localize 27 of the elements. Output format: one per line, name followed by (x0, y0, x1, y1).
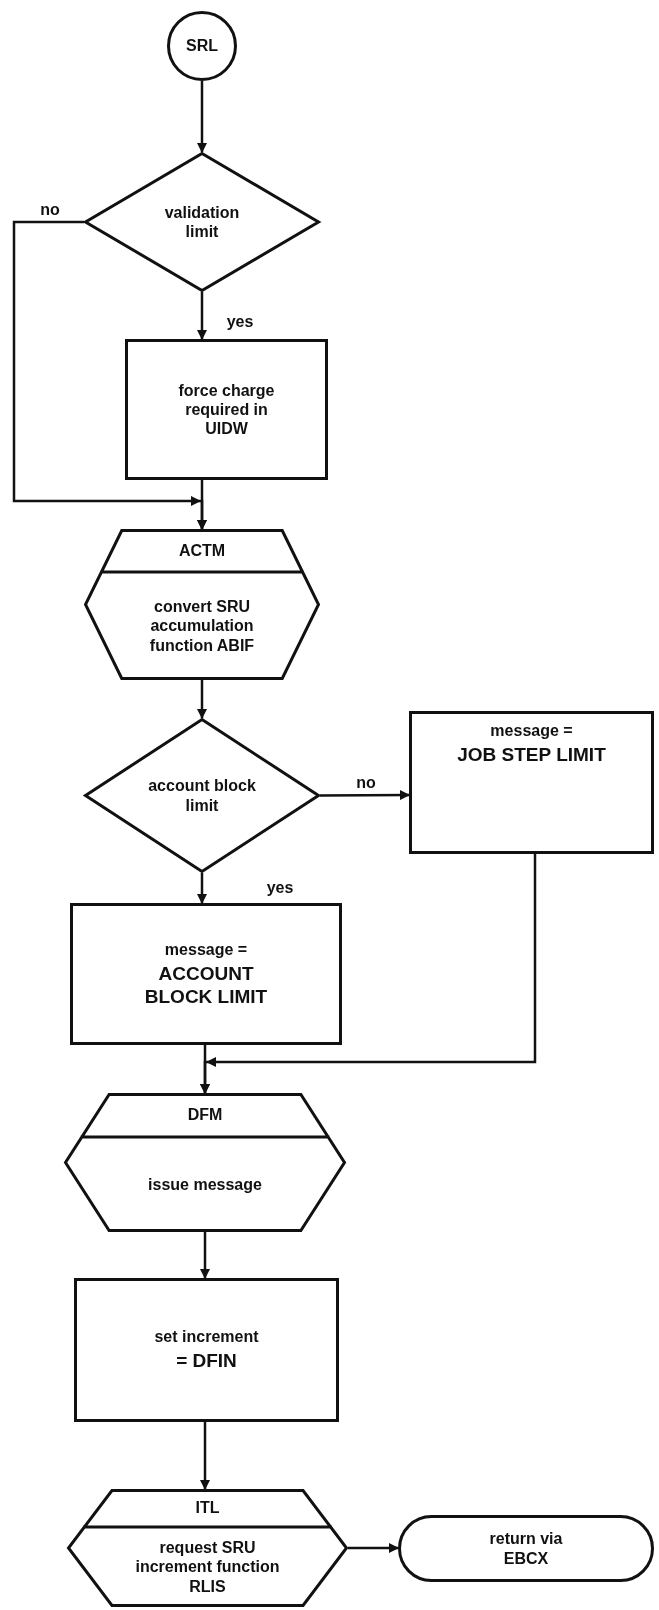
subroutine-hexagon (84, 529, 320, 680)
node-label: = DFIN (176, 1350, 237, 1373)
routine-name: ACTM (178, 540, 226, 561)
node-label: return via EBCX (488, 1529, 564, 1568)
node-label: convert SRU accumulation function ABIF (148, 597, 256, 655)
node-label: account block limit (147, 776, 257, 815)
process-box (70, 903, 342, 1045)
node-label: ACCOUNT BLOCK LIMIT (143, 962, 269, 1009)
node-label: request SRU increment function RLIS (134, 1538, 281, 1596)
subroutine-hexagon (64, 1093, 346, 1232)
decision-diamond (84, 152, 320, 292)
node-label: force charge required in UIDW (177, 380, 276, 439)
decision-diamond (84, 718, 320, 873)
node-label: validation limit (163, 202, 241, 242)
process-box (125, 339, 328, 480)
node-label: set increment (154, 1327, 259, 1347)
node-label: JOB STEP LIMIT (457, 744, 606, 767)
routine-name: ITL (195, 1498, 220, 1518)
node-label: SRL (186, 36, 218, 56)
start-circle (167, 11, 237, 81)
subroutine-hexagon (67, 1489, 348, 1607)
process-box (74, 1278, 339, 1422)
node-label: issue message (148, 1174, 262, 1195)
routine-name: DFM (187, 1105, 223, 1125)
node-label: message = (490, 721, 573, 741)
process-box (409, 711, 654, 854)
node-label: message = (164, 939, 248, 959)
